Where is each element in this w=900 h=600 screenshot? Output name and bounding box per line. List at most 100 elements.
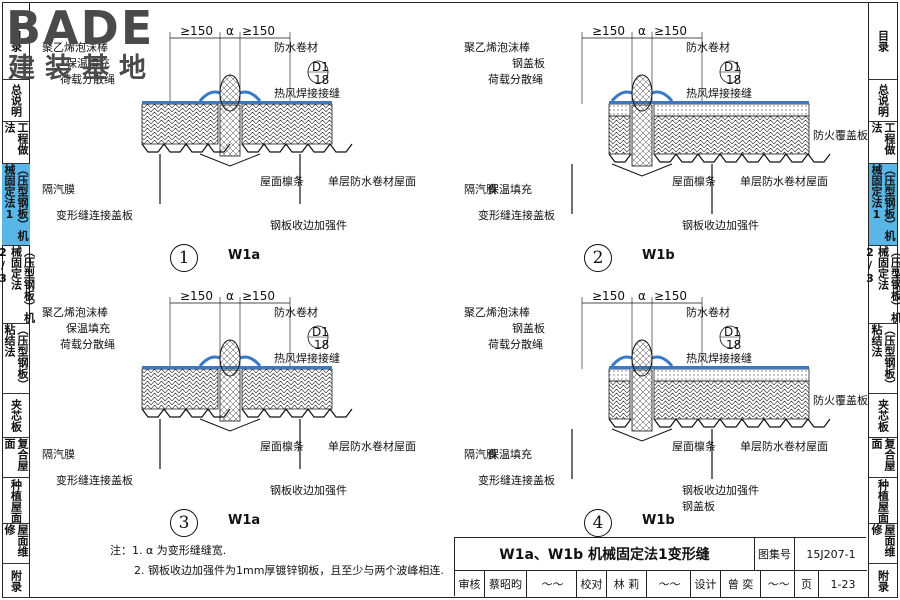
- fire-board-left: [608, 368, 631, 382]
- label-waterproof-membrane: 防水卷材: [686, 41, 730, 54]
- sidebar-tab-general[interactable]: 总说明: [2, 80, 30, 122]
- sidebar-tab-bond[interactable]: （压型钢板）粘结法: [869, 324, 897, 394]
- detail-code: W1a: [228, 513, 261, 528]
- detail-2: [571, 32, 831, 214]
- sidebar-tab-composite[interactable]: 复合屋面: [869, 438, 897, 478]
- steel-deck-left: [141, 408, 231, 418]
- sidebar-tab-mech23[interactable]: （压型钢板）机械固定法2/3: [864, 246, 900, 324]
- label-insulation-fill: 保温填充: [488, 183, 532, 196]
- sidebar-tab-label: 夹芯板: [9, 399, 23, 432]
- label-purlin: 屋面檩条: [260, 175, 304, 188]
- page-number: 1-23: [830, 577, 856, 591]
- insulation-left: [141, 368, 219, 410]
- insulation-left: [608, 380, 631, 420]
- sidebar-tab-practice[interactable]: 工程做法: [869, 122, 897, 164]
- sidebar-tab-label: 种植屋面: [9, 478, 23, 523]
- waterproof-membrane: [609, 366, 809, 369]
- cover-plate: [611, 163, 673, 177]
- label-hot-air-weld: 热风焊接接缝: [274, 352, 340, 365]
- label-cover-plate: 变形缝连接盖板: [56, 209, 133, 222]
- sidebar-tab-repair[interactable]: 屋面维修: [869, 524, 897, 564]
- bade-logo: BADE 建装基地: [6, 4, 176, 88]
- steel-deck-left: [141, 143, 231, 153]
- sidebar-tab-label: 种植屋面: [876, 478, 890, 523]
- insulation-right: [653, 115, 810, 155]
- sidebar-tab-practice[interactable]: 工程做法: [2, 122, 30, 164]
- label-hot-air-weld: 热风焊接接缝: [686, 87, 752, 100]
- designer-signature: 〜〜: [761, 571, 795, 597]
- label-steel-cover-2: 钢盖板: [682, 500, 715, 513]
- dimension-gap: α: [226, 24, 234, 38]
- label-insulation-fill: 保温填充: [488, 448, 532, 461]
- sidebar-tab-mech23[interactable]: （压型钢板）机械固定法2/3: [0, 246, 36, 324]
- label-hot-air-weld: 热风焊接接缝: [274, 87, 340, 100]
- dimension-gap: α: [638, 24, 646, 38]
- sidebar-tab-label: 附录: [9, 569, 23, 592]
- steel-deck-left: [608, 418, 632, 428]
- callout-top: D1: [724, 60, 741, 74]
- label-single-ply-roof: 单层防水卷材屋面: [328, 440, 416, 453]
- right-sidebar: 目录总说明工程做法（压型钢板）机械固定法1（压型钢板）机械固定法2/3（压型钢板…: [864, 2, 900, 598]
- drawing-title: W1a、W1b 机械固定法1变形缝: [455, 538, 755, 571]
- sidebar-tab-general[interactable]: 总说明: [869, 80, 897, 122]
- label-waterproof-membrane: 防水卷材: [274, 306, 318, 319]
- callout-bottom: 18: [314, 338, 330, 352]
- sidebar-tab-label: 目录: [9, 29, 23, 52]
- label-hot-air-weld: 热风焊接接缝: [686, 352, 752, 365]
- label-purlin: 屋面檩条: [260, 440, 304, 453]
- sidebar-tab-appendix[interactable]: 附录: [869, 564, 897, 598]
- joint-fill: [219, 369, 241, 422]
- sidebar-tab-label: 目录: [876, 29, 890, 52]
- sidebar-tab-toc[interactable]: 目录: [2, 2, 30, 80]
- sidebar-tab-mech1[interactable]: （压型钢板）机械固定法1: [869, 164, 897, 246]
- sidebar-tab-label: 屋面维修: [870, 524, 896, 557]
- sidebar-tab-label: 复合屋面: [870, 438, 896, 471]
- insulation-left: [141, 103, 219, 145]
- fire-board-right: [653, 368, 810, 382]
- sidebar-tab-sandwich[interactable]: 夹芯板: [2, 394, 30, 438]
- label-foam-rod: 聚乙烯泡沫棒: [42, 306, 108, 319]
- label-edge-stiffener: 钢板收边加强件: [270, 219, 347, 232]
- detail-code: W1b: [642, 248, 675, 263]
- label-cover-plate: 变形缝连接盖板: [56, 474, 133, 487]
- joint-fill: [631, 104, 653, 167]
- sidebar-tab-appendix[interactable]: 附录: [2, 564, 30, 598]
- sidebar-tab-label: （压型钢板）机械固定法2/3: [863, 246, 900, 323]
- dimension-left: ≥150: [592, 289, 625, 303]
- detail-number-2: 2: [584, 244, 612, 272]
- label-foam-rod: 聚乙烯泡沫棒: [464, 306, 530, 319]
- detail-4: [571, 297, 831, 479]
- detail-svg: [141, 32, 831, 479]
- label-vapor-barrier: 隔汽膜: [42, 448, 75, 461]
- label-fire-board: 防火覆盖板: [813, 394, 868, 407]
- sidebar-tab-green[interactable]: 种植屋面: [869, 478, 897, 524]
- cover-plate: [199, 153, 261, 167]
- label-foam-rod: 聚乙烯泡沫棒: [464, 41, 530, 54]
- sidebar-tab-green[interactable]: 种植屋面: [2, 478, 30, 524]
- label-insulation-fill: 保温填充: [66, 57, 110, 70]
- sidebar-tab-bond[interactable]: （压型钢板）粘结法: [2, 324, 30, 394]
- sidebar-tab-toc[interactable]: 目录: [869, 2, 897, 80]
- insulation-right: [241, 368, 333, 410]
- joint-fill: [219, 104, 241, 157]
- detail-number-4: 4: [584, 509, 612, 537]
- steel-deck-right: [241, 408, 353, 418]
- note-2: 2. 钢板收边加强件为1mm厚镀锌钢板，且至少与两个波峰相连.: [134, 564, 444, 577]
- sidebar-tab-repair[interactable]: 屋面维修: [2, 524, 30, 564]
- sidebar-tab-sandwich[interactable]: 夹芯板: [869, 394, 897, 438]
- fire-board-right: [653, 103, 810, 117]
- callout-top: D1: [312, 60, 329, 74]
- title-block: W1a、W1b 机械固定法1变形缝 图集号 15J207-1 审核 蔡昭昀 〜〜…: [454, 537, 867, 597]
- sidebar-tab-mech1[interactable]: （压型钢板）机械固定法1: [2, 164, 30, 246]
- note-1: 注：1. α 为变形缝缝宽.: [110, 544, 227, 557]
- label-load-strip: 荷载分散绳: [60, 338, 115, 351]
- sidebar-tab-label: （压型钢板）机械固定法1: [3, 164, 29, 241]
- sidebar-tab-composite[interactable]: 复合屋面: [2, 438, 30, 478]
- insulation-left: [608, 115, 631, 155]
- label-steel-cover: 钢盖板: [512, 57, 545, 70]
- cover-plate: [199, 418, 261, 432]
- dimension-left: ≥150: [180, 289, 213, 303]
- label-steel-cover: 钢盖板: [512, 322, 545, 335]
- steel-deck-right: [653, 153, 831, 163]
- dimension-right: ≥150: [654, 24, 687, 38]
